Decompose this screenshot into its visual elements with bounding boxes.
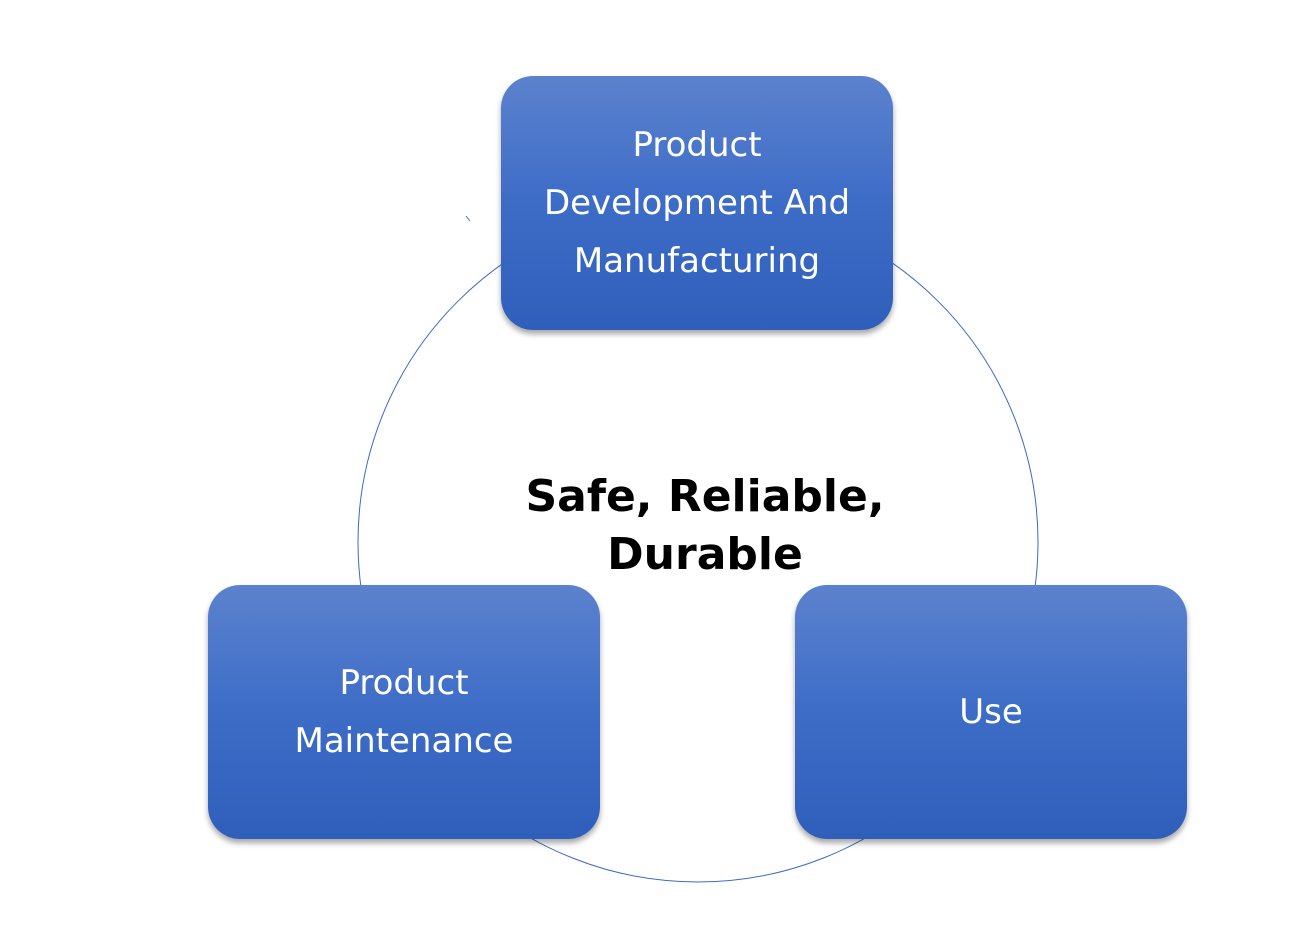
node-product-maintenance: Product Maintenance xyxy=(208,585,600,839)
center-label: Safe, Reliable, Durable xyxy=(525,471,885,580)
node-use: Use xyxy=(795,585,1187,839)
node-product-maintenance-label: Product Maintenance xyxy=(294,663,514,761)
stray-mark xyxy=(465,215,471,222)
node-product-development: Product Development And Manufacturing xyxy=(501,76,893,330)
node-use-label: Use xyxy=(959,692,1023,732)
node-product-development-label: Product Development And Manufacturing xyxy=(543,125,851,281)
